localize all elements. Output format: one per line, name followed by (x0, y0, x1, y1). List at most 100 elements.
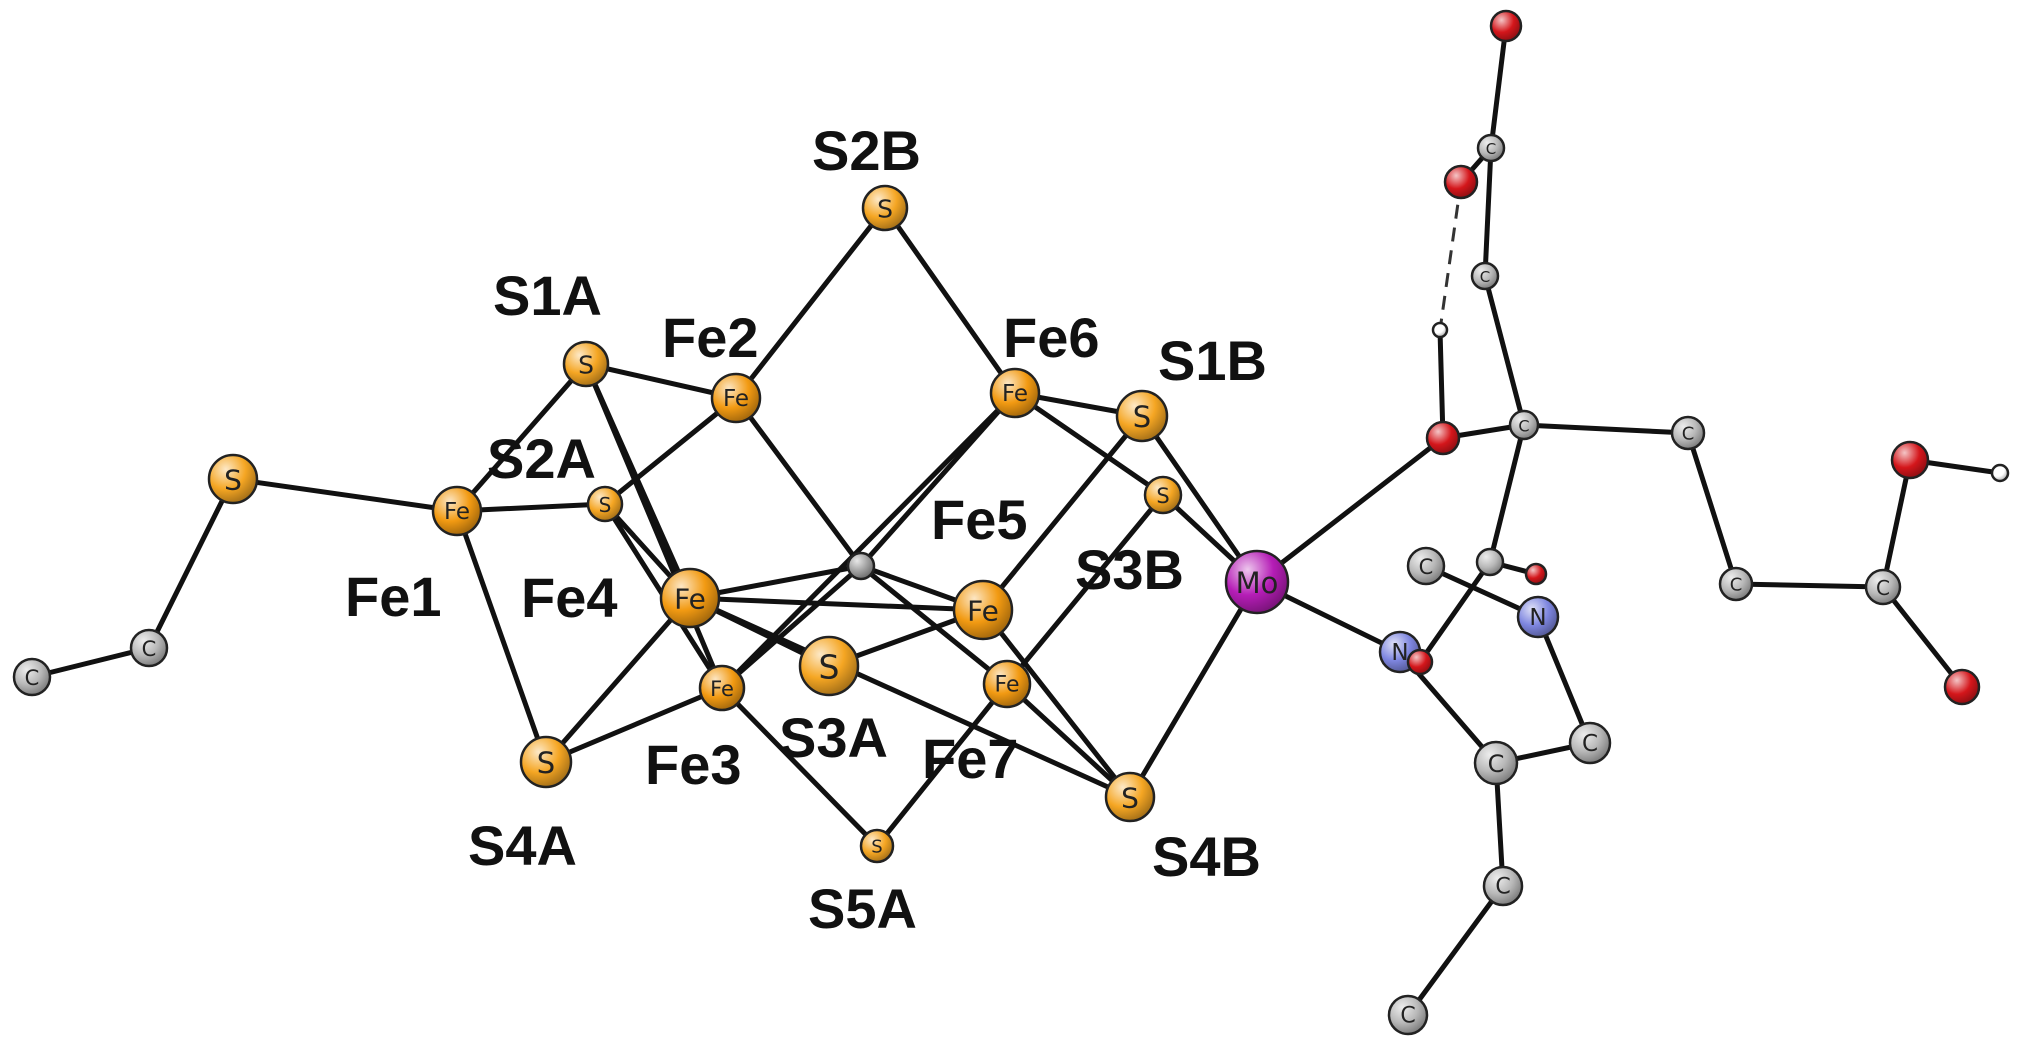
atom-symbol: N (1529, 605, 1546, 631)
atom-sphere (1473, 740, 1519, 786)
bond-S2B-Fe6 (882, 205, 1018, 396)
atom-sphere (1943, 668, 1981, 706)
atom-sphere (207, 453, 259, 505)
atom-symbol: S (819, 648, 840, 687)
bond-S4A-Fe3 (543, 685, 725, 765)
atom-symbol: Fe (967, 595, 999, 628)
atom-C_low (1475, 547, 1505, 577)
atom-C_ring1: C (1406, 546, 1446, 586)
atom-sphere (431, 485, 483, 537)
atom-C_top: C (1476, 133, 1506, 163)
atom-symbol: S (578, 351, 594, 380)
atom-label-Fe7: Fe7 (922, 727, 1019, 790)
atom-symbol: S (224, 464, 242, 497)
atom-sphere (1489, 9, 1523, 43)
atom-sphere (562, 340, 610, 388)
bond-S4A-Fe4 (543, 595, 693, 765)
bond-S1A-Fe3 (583, 361, 725, 691)
atom-O_r1 (1890, 440, 1930, 480)
atom-sphere (1990, 463, 2010, 483)
atom-H_r (1990, 463, 2010, 483)
atom-symbol: N (1391, 640, 1408, 666)
atom-sphere (12, 657, 52, 697)
atom-label-S2A: S2A (487, 427, 596, 490)
atom-O_low (1524, 562, 1548, 586)
atom-symbol: S (537, 746, 555, 780)
atom-sphere (1406, 648, 1434, 676)
atom-S_term: S (207, 453, 259, 505)
atom-symbol: Fe (674, 583, 706, 616)
atom-symbol: Fe (1002, 381, 1028, 407)
atom-symbol: S (1133, 400, 1151, 434)
atom-sphere (710, 372, 762, 424)
atom-C_b2: C (1387, 994, 1429, 1036)
atom-O_mid (1443, 164, 1479, 200)
atom-sphere (952, 579, 1014, 641)
atom-symbol: S (599, 493, 612, 517)
bond-Fe1-S4A (454, 508, 549, 765)
atom-symbol: C (25, 666, 40, 690)
atom-S3B: S (1143, 475, 1183, 515)
atom-label-S1A: S1A (493, 264, 602, 327)
atom-sphere (1890, 440, 1930, 480)
atom-sphere (846, 551, 876, 581)
bond-Fe7-S4B (1004, 681, 1133, 800)
bond-C_low-O_behind (1417, 559, 1493, 665)
bond-C_quat-C_r1 (1521, 422, 1691, 436)
atom-sphere (1443, 164, 1479, 200)
bond-N2-C_ring3 (1535, 614, 1593, 746)
atom-label-Fe4: Fe4 (521, 566, 618, 629)
bond-Fe7-X (858, 563, 1010, 687)
atom-symbol: C (1480, 268, 1490, 286)
atom-symbol: Mo (1236, 566, 1279, 600)
atom-C_ring2: C (1473, 740, 1519, 786)
atom-label-Fe1: Fe1 (345, 565, 442, 628)
atom-sphere (519, 735, 573, 789)
atom-sphere (1508, 409, 1540, 441)
atom-C_mid: C (1470, 261, 1500, 291)
atom-label-S5A: S5A (808, 877, 917, 940)
bond-S2A-Fe2 (602, 395, 739, 507)
bond-Fe4-S4B (687, 595, 1133, 800)
bond-C_mid-C_quat (1482, 273, 1527, 428)
atom-symbol: C (1582, 731, 1598, 757)
atom-sphere (698, 664, 746, 712)
atom-symbol: S (871, 837, 882, 858)
atom-symbol: S (1121, 782, 1139, 815)
atom-O_top (1489, 9, 1523, 43)
atom-sphere (1115, 389, 1169, 443)
atom-S1B: S (1115, 389, 1169, 443)
atom-Fe3: Fe (698, 664, 746, 712)
bond-S4B-Mo (1127, 579, 1260, 800)
atom-Ccys2: C (129, 628, 169, 668)
atom-symbol: C (142, 637, 157, 661)
atom-label-Fe6: Fe6 (1003, 306, 1100, 369)
bond-C_quat-C_low (1487, 422, 1527, 565)
hydrogen-bond-O_mid-H_o (1438, 181, 1463, 331)
atom-sphere (1470, 261, 1500, 291)
atom-sphere (1475, 547, 1505, 577)
atom-label-S3B: S3B (1075, 538, 1184, 601)
atom-sphere (1476, 133, 1506, 163)
atom-sphere (989, 367, 1041, 419)
atom-C_r3: C (1864, 568, 1902, 606)
atom-Fe4: Fe (659, 567, 721, 629)
atom-O_mo (1425, 420, 1461, 456)
atom-symbol: C (1518, 417, 1529, 436)
atom-sphere (659, 567, 721, 629)
bond-S1B-Mo (1139, 413, 1260, 585)
atom-Fe7: Fe (982, 659, 1032, 709)
atom-sphere (1425, 420, 1461, 456)
atom-symbol: Fe (723, 386, 749, 412)
bond-S_term-Ccys2 (146, 476, 236, 651)
atom-C_r1: C (1670, 415, 1706, 451)
atom-H_o (1431, 321, 1449, 339)
bond-Fe3-S5A (719, 685, 880, 849)
atom-sphere (1482, 865, 1524, 907)
atom-sphere (1568, 721, 1612, 765)
atom-S2A: S (586, 485, 624, 523)
atom-sphere (1224, 549, 1290, 615)
